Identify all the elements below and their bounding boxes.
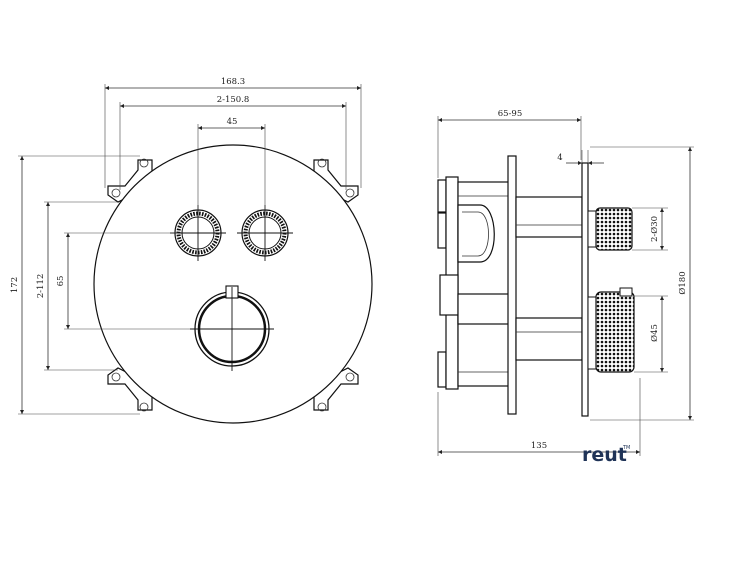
dim-plate-thickness: 4 xyxy=(557,153,562,163)
face-plate xyxy=(93,144,373,424)
front-dimensions-vertical: 172 2-112 65 xyxy=(10,155,190,415)
center-lines xyxy=(170,205,293,371)
dim-knob-diameter: Ø45 xyxy=(649,324,660,342)
dim-button-to-knob: 65 xyxy=(56,276,66,287)
front-view: 168.3 2-150.8 45 172 2-112 65 xyxy=(10,77,373,424)
brand-logo: reut TM xyxy=(582,444,630,466)
side-view: 65-95 4 2-Ø30 Ø45 Ø180 135 xyxy=(437,109,694,456)
dim-plate-diameter: Ø180 xyxy=(677,271,688,294)
dim-overall-width: 168.3 xyxy=(221,77,245,87)
dim-button-diameter: 2-Ø30 xyxy=(649,216,660,242)
front-dimensions-horizontal: 168.3 2-150.8 45 xyxy=(104,77,362,210)
valve-housing xyxy=(437,155,517,415)
logo-trademark: TM xyxy=(622,445,630,451)
dim-overall-height: 172 xyxy=(10,277,20,293)
dim-total-length: 135 xyxy=(531,441,547,451)
dim-button-spacing: 45 xyxy=(227,117,238,127)
logo-text: reut xyxy=(582,444,627,466)
side-push-button xyxy=(587,207,633,251)
side-knob xyxy=(587,287,635,373)
dim-hole-spacing: 2-150.8 xyxy=(217,95,250,105)
side-dimensions: 65-95 4 2-Ø30 Ø45 Ø180 135 xyxy=(437,109,694,456)
face-plate-edge xyxy=(581,162,589,417)
spindle-sleeves xyxy=(515,196,583,361)
dim-depth: 65-95 xyxy=(498,109,523,119)
dim-hole-spacing-vertical: 2-112 xyxy=(36,274,46,299)
